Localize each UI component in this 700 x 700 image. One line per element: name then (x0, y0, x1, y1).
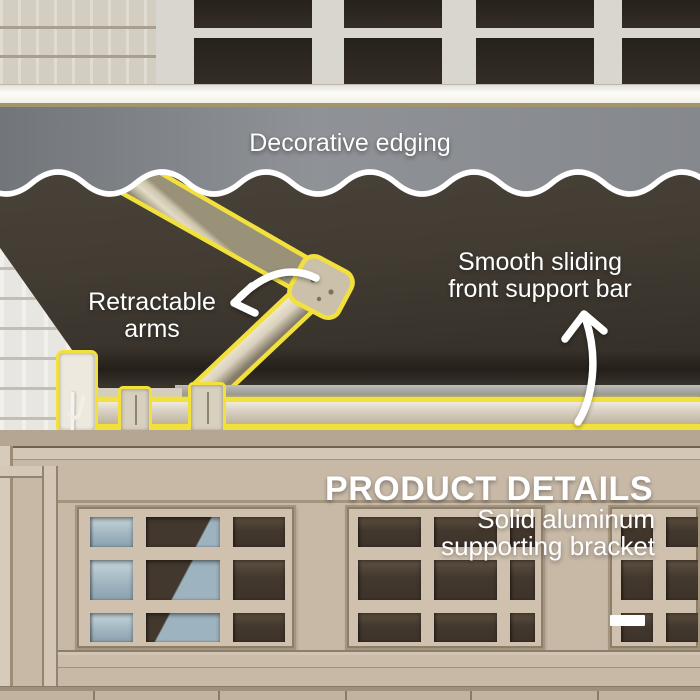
label-line: arms (124, 315, 180, 343)
awning-cassette-fascia (0, 84, 700, 107)
window-pane (434, 560, 497, 600)
garage-window (75, 505, 296, 650)
window-pane (476, 0, 594, 28)
panel-seam (470, 691, 472, 700)
window-pane (344, 0, 442, 28)
window-pane (622, 38, 700, 84)
label-retractable-arms: Retractable arms (88, 289, 216, 343)
garage-molding-horizontal (0, 466, 46, 478)
label-line: Solid aluminum (477, 504, 655, 534)
window-pane (622, 0, 700, 28)
panel-seam (218, 691, 220, 700)
window-pane (90, 613, 133, 642)
window-pane (434, 613, 497, 642)
window-pane (476, 38, 594, 84)
whitewashed-wood-wall (0, 0, 160, 84)
garage-trim (0, 448, 700, 460)
garage-header-band (0, 430, 700, 448)
sill-band (58, 655, 700, 668)
support-bracket (118, 386, 152, 434)
window-pane (146, 613, 220, 642)
label-decorative-edging: Decorative edging (249, 129, 451, 157)
panel-seam (93, 691, 95, 700)
label-supporting-bracket: Solid aluminum supporting bracket (441, 506, 655, 560)
product-details-heading: PRODUCT DETAILS (325, 470, 653, 508)
window-pane (344, 38, 442, 84)
window-pane (90, 560, 133, 600)
front-support-bar (92, 402, 700, 425)
wall-mount-bracket (56, 350, 98, 434)
window-pane (621, 560, 653, 600)
label-line: supporting bracket (441, 531, 655, 561)
garage-frame-left (0, 446, 10, 700)
highlight-line-bottom (92, 424, 700, 430)
window-pane (90, 517, 133, 547)
label-line: front support bar (448, 275, 632, 303)
window-pane (233, 560, 285, 600)
window-pane (146, 560, 220, 600)
garage-door (0, 430, 700, 700)
panel-groove (0, 686, 700, 692)
window-pane (434, 517, 497, 547)
dash-indicator (610, 615, 645, 626)
window-pane (358, 560, 421, 600)
window-pane (666, 560, 698, 600)
label-line: Smooth sliding (458, 248, 622, 276)
garage-window (345, 505, 545, 650)
window-pane (233, 613, 285, 642)
window-pane (146, 517, 220, 547)
window-pane (510, 517, 535, 547)
window-pane (358, 517, 421, 547)
window-sill (58, 650, 700, 657)
highlight-line-top (92, 397, 700, 403)
arm-foot-bracket (188, 382, 226, 434)
bracket-pin (207, 391, 209, 425)
window-pane (666, 613, 698, 642)
bracket-pin (135, 395, 137, 425)
upper-window-row (156, 0, 700, 84)
door-panel-bottom (0, 691, 700, 700)
label-front-support-bar: Smooth sliding front support bar (448, 249, 631, 303)
window-pane (510, 613, 535, 642)
fabric-roller (80, 348, 700, 387)
window-pane (194, 38, 312, 84)
window-pane (510, 560, 535, 600)
panel-seam (345, 691, 347, 700)
window-pane (194, 0, 312, 28)
window-band-shadow (58, 500, 700, 503)
window-pane (666, 517, 698, 547)
window-pane (233, 517, 285, 547)
garage-frame-shadow (10, 446, 13, 700)
panel-seam (597, 691, 599, 700)
window-pane (358, 613, 421, 642)
label-line: Retractable (88, 288, 216, 316)
window-pane (621, 517, 653, 547)
garage-molding-vertical (42, 466, 58, 700)
